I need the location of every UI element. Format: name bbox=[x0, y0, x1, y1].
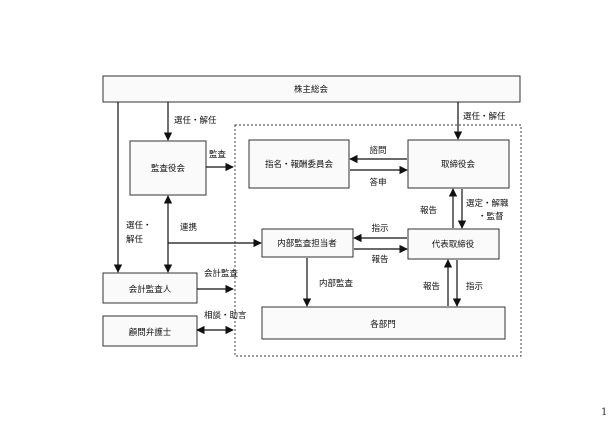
label-audit: 監査 bbox=[209, 149, 227, 160]
shareholders-label: 株主総会 bbox=[294, 84, 329, 95]
label-advice: 相談・助言 bbox=[204, 310, 247, 321]
nomination-committee-box bbox=[248, 139, 350, 189]
legal-advisor-label: 顧問弁護士 bbox=[129, 327, 172, 338]
representative-label: 代表取締役 bbox=[432, 239, 475, 250]
representative-box bbox=[407, 228, 500, 260]
board-label: 取締役会 bbox=[441, 159, 476, 170]
internal-organization-boundary bbox=[234, 124, 522, 357]
label-elect-dismiss-accounting-line1: 選任・ bbox=[126, 220, 152, 231]
label-cooperation: 連携 bbox=[180, 222, 197, 233]
internal-audit-label: 内部監査担当者 bbox=[277, 238, 337, 249]
legal-advisor-box bbox=[102, 315, 198, 347]
label-answer: 答申 bbox=[369, 177, 386, 188]
accounting-auditor-label: 会計監査人 bbox=[129, 284, 172, 295]
label-instruct-audit: 指示 bbox=[371, 223, 388, 234]
label-select-dismiss-line2: ・監督 bbox=[478, 211, 504, 222]
label-select-dismiss-line1: 選定・解職 bbox=[466, 198, 509, 209]
label-report-to-board: 報告 bbox=[420, 205, 437, 216]
auditors-box bbox=[129, 140, 207, 196]
departments-label: 各部門 bbox=[370, 319, 396, 330]
label-instruct-dept: 指示 bbox=[466, 281, 483, 292]
label-consult: 諮問 bbox=[369, 145, 386, 156]
label-elect-dismiss-board: 選任・解任 bbox=[463, 111, 506, 122]
departments-box bbox=[261, 306, 506, 340]
shareholders-box bbox=[102, 75, 521, 103]
page-number: 1 bbox=[601, 407, 608, 418]
label-report-dept: 報告 bbox=[423, 281, 440, 292]
accounting-auditor-box bbox=[102, 272, 198, 304]
nomination-committee-label: 指名・報酬委員会 bbox=[265, 159, 334, 170]
label-internal-audit: 内部監査 bbox=[319, 278, 354, 289]
label-accounting-audit: 会計監査 bbox=[204, 268, 239, 279]
board-box bbox=[407, 139, 510, 189]
internal-audit-box bbox=[261, 228, 354, 258]
label-elect-dismiss-accounting-line2: 解任 bbox=[126, 234, 144, 245]
auditors-label: 監査役会 bbox=[151, 163, 186, 174]
label-report-audit: 報告 bbox=[371, 254, 388, 265]
label-elect-dismiss-auditors: 選任・解任 bbox=[174, 115, 217, 126]
